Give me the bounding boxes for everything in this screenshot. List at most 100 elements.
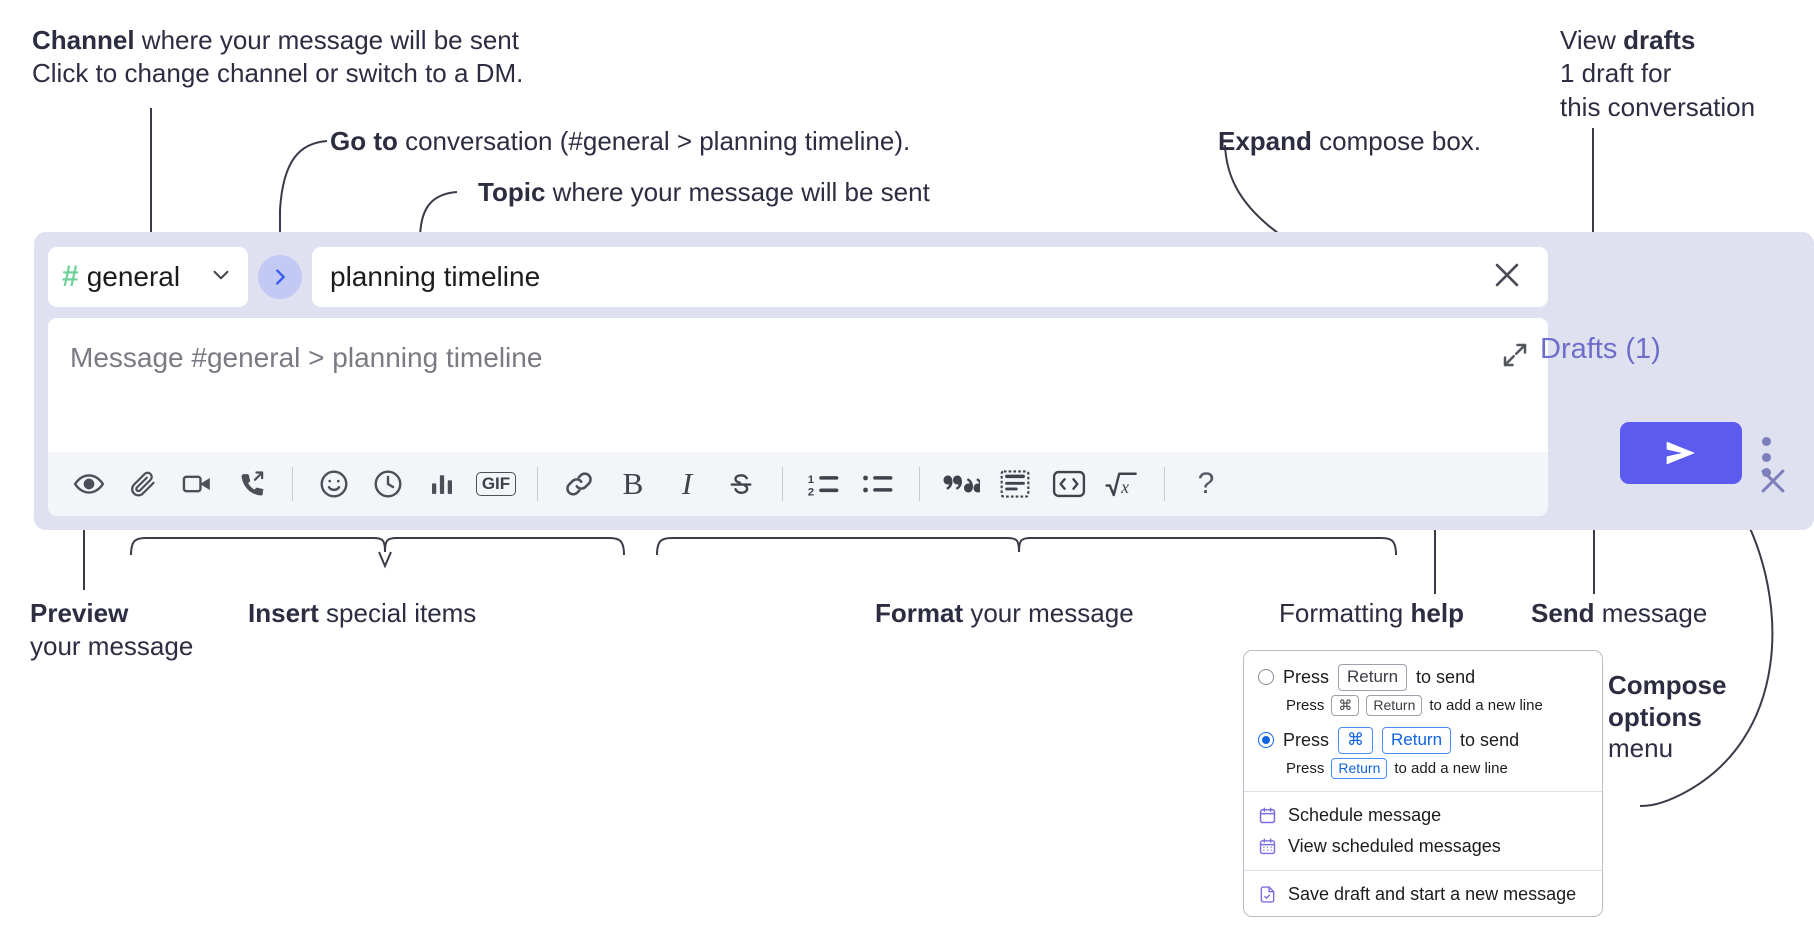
video-icon[interactable] bbox=[170, 462, 224, 506]
quote-icon[interactable] bbox=[934, 462, 988, 506]
formatting-toolbar: GIF B I bbox=[48, 452, 1548, 516]
emoji-icon[interactable] bbox=[307, 462, 361, 506]
toolbar-divider-3 bbox=[782, 467, 783, 501]
annotation-goto-bold: Go to bbox=[330, 126, 398, 156]
annotation-expand-rest: compose box. bbox=[1311, 126, 1482, 156]
send-button[interactable] bbox=[1620, 422, 1742, 484]
italic-label: I bbox=[681, 466, 693, 501]
compose-panel: # general planning timeline Message #gen… bbox=[34, 232, 1814, 530]
option2-pre: Press bbox=[1283, 729, 1330, 750]
annotation-insert-rest: special items bbox=[318, 598, 477, 628]
topic-input[interactable]: planning timeline bbox=[312, 247, 1548, 307]
link-icon[interactable] bbox=[552, 462, 606, 506]
send-option-return[interactable]: Press Return to send bbox=[1244, 661, 1602, 694]
annotation-format-bold: Format bbox=[875, 598, 964, 628]
menu-item-label: Save draft and start a new message bbox=[1288, 883, 1577, 904]
menu-item-label: Schedule message bbox=[1288, 804, 1442, 825]
strikethrough-icon[interactable] bbox=[714, 462, 768, 506]
italic-icon[interactable]: I bbox=[660, 462, 714, 506]
annotation-topic-rest: where your message will be sent bbox=[545, 177, 930, 207]
radio-cmd-return[interactable] bbox=[1258, 732, 1274, 749]
spoiler-icon[interactable] bbox=[988, 462, 1042, 506]
help-label: ? bbox=[1197, 467, 1215, 500]
radio-return[interactable] bbox=[1258, 669, 1274, 686]
send-option-return-hint: Press ⌘ Return to add a new line bbox=[1244, 694, 1602, 720]
hash-icon: # bbox=[62, 260, 79, 293]
math-icon[interactable]: x bbox=[1096, 462, 1150, 506]
compose-inner: # general planning timeline Message #gen… bbox=[48, 246, 1548, 516]
clock-icon[interactable] bbox=[361, 462, 415, 506]
bulleted-list-icon[interactable] bbox=[851, 462, 905, 506]
kebab-dot-1 bbox=[1761, 437, 1771, 446]
annotation-drafts-sub1: 1 draft for bbox=[1560, 58, 1672, 89]
option1-sub-pre: Press bbox=[1286, 696, 1325, 714]
annotation-channel-rest: where your message will be sent bbox=[134, 25, 519, 55]
channel-selector[interactable]: # general bbox=[48, 247, 248, 307]
menu-item-label: View scheduled messages bbox=[1288, 835, 1501, 856]
annotation-insert: Insert special items bbox=[248, 597, 476, 630]
annotation-help-pre: Formatting bbox=[1279, 598, 1411, 628]
key-return-sub-2: Return bbox=[1331, 757, 1388, 779]
goto-conversation-button[interactable] bbox=[258, 255, 302, 299]
ordered-list-icon[interactable]: 1 2 bbox=[797, 462, 851, 506]
key-return-sub: Return bbox=[1366, 694, 1423, 716]
compose-options-button[interactable] bbox=[1754, 437, 1778, 477]
menu-item-schedule-message[interactable]: Schedule message bbox=[1244, 800, 1602, 831]
toolbar-divider-2 bbox=[537, 467, 538, 501]
annotation-send-bold: Send bbox=[1531, 598, 1595, 628]
bold-label: B bbox=[622, 466, 644, 501]
message-placeholder: Message #general > planning timeline bbox=[70, 342, 543, 373]
annotation-drafts: View drafts 1 draft for this conversatio… bbox=[1560, 24, 1755, 124]
help-icon[interactable]: ? bbox=[1179, 462, 1233, 506]
annotation-preview-sub: your message bbox=[30, 631, 194, 662]
annotation-help-bold: help bbox=[1410, 598, 1464, 628]
gif-icon[interactable]: GIF bbox=[469, 462, 523, 506]
save-draft-icon bbox=[1260, 886, 1275, 903]
clear-topic-icon[interactable] bbox=[1490, 258, 1530, 297]
annotation-insert-bold: Insert bbox=[248, 598, 319, 628]
annotation-preview-bold: Preview bbox=[30, 598, 129, 628]
annotation-drafts-bold: drafts bbox=[1623, 25, 1696, 55]
compose-header-row: # general planning timeline bbox=[48, 246, 1548, 308]
toolbar-divider-5 bbox=[1164, 467, 1165, 501]
key-return: Return bbox=[1338, 664, 1408, 691]
ordered-two-label: 2 bbox=[808, 486, 814, 498]
send-option-cmd-return-hint: Press Return to add a new line bbox=[1244, 757, 1602, 783]
annotation-drafts-pre: View bbox=[1560, 25, 1624, 55]
option1-pre: Press bbox=[1283, 666, 1330, 687]
annotation-formatting-help: Formatting help bbox=[1279, 597, 1464, 630]
drafts-link[interactable]: Drafts (1) bbox=[1540, 333, 1661, 365]
key-return-2: Return bbox=[1382, 726, 1452, 754]
channel-name: general bbox=[86, 261, 181, 292]
annotation-preview: Preview your message bbox=[30, 597, 193, 664]
annotation-channel-bold: Channel bbox=[32, 25, 135, 55]
code-icon[interactable] bbox=[1042, 462, 1096, 506]
preview-icon[interactable] bbox=[62, 462, 116, 506]
send-option-cmd-return[interactable]: Press ⌘ Return to send bbox=[1244, 724, 1602, 757]
menu-item-view-scheduled[interactable]: View scheduled messages bbox=[1244, 831, 1602, 862]
attachment-icon[interactable] bbox=[116, 462, 170, 506]
option1-post: to send bbox=[1416, 666, 1476, 687]
option2-sub-post: to add a new line bbox=[1394, 759, 1508, 777]
toolbar-divider bbox=[292, 467, 293, 501]
key-cmd-2: ⌘ bbox=[1338, 726, 1374, 754]
key-cmd: ⌘ bbox=[1331, 694, 1360, 716]
annotation-expand: Expand compose box. bbox=[1218, 125, 1481, 158]
annotation-send-rest: message bbox=[1594, 598, 1708, 628]
annotation-compose-options: Compose options menu bbox=[1608, 670, 1726, 765]
annotation-goto-rest: conversation (#general > planning timeli… bbox=[397, 126, 911, 156]
annotation-format: Format your message bbox=[875, 597, 1134, 630]
annotation-goto: Go to conversation (#general > planning … bbox=[330, 125, 910, 158]
gif-label: GIF bbox=[475, 471, 517, 497]
svg-text:x: x bbox=[1120, 477, 1129, 497]
message-input-box[interactable]: Message #general > planning timeline bbox=[48, 318, 1548, 516]
menu-item-save-draft[interactable]: Save draft and start a new message bbox=[1244, 879, 1602, 910]
menu-divider-1 bbox=[1244, 790, 1602, 792]
annotation-compose-options-rest: menu bbox=[1608, 733, 1674, 764]
bold-icon[interactable]: B bbox=[606, 462, 660, 506]
expand-compose-icon[interactable] bbox=[1500, 340, 1530, 375]
calendar-icon bbox=[1259, 807, 1276, 823]
call-icon[interactable] bbox=[224, 462, 278, 506]
annotation-channel: Channel where your message will be sent … bbox=[32, 24, 523, 91]
poll-icon[interactable] bbox=[415, 462, 469, 506]
